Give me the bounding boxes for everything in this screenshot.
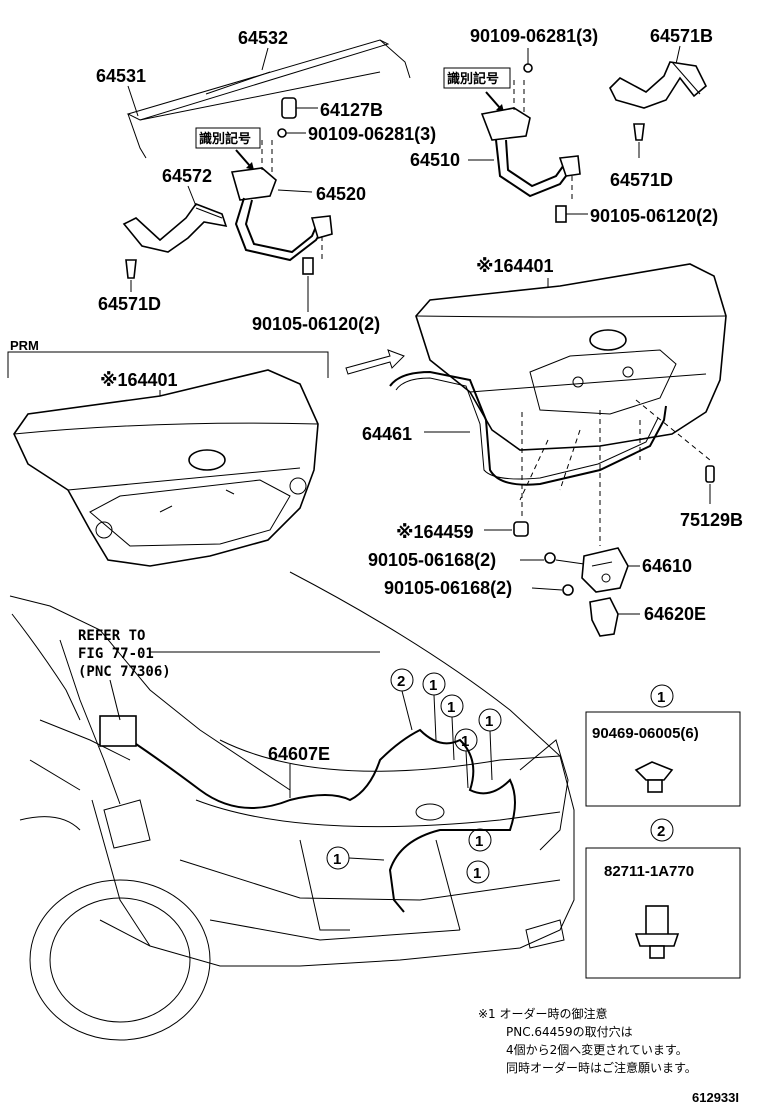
label-64610: 64610 bbox=[642, 556, 692, 576]
svg-text:2: 2 bbox=[657, 823, 665, 840]
label-64572: 64572 bbox=[162, 166, 212, 186]
note-line-2: PNC.64459の取付穴は bbox=[506, 1024, 633, 1039]
label-90105-06168-upper: 90105-06168(2) bbox=[368, 550, 496, 570]
figure-id: 612933I bbox=[692, 1090, 739, 1105]
torsion-bar-64531 bbox=[127, 71, 381, 159]
svg-text:1: 1 bbox=[657, 689, 665, 706]
cable-64607E bbox=[99, 715, 516, 913]
label-64127B: 64127B bbox=[320, 100, 383, 120]
bumper-64127B bbox=[281, 97, 318, 119]
svg-text:1: 1 bbox=[447, 699, 455, 716]
torsion-bar-64532 bbox=[126, 39, 411, 121]
stopper-75129B bbox=[705, 465, 715, 483]
label-90105-06120-left: 90105-06120(2) bbox=[252, 314, 380, 334]
refer-line-3: (PNC 77306) bbox=[78, 664, 171, 680]
cable-handle bbox=[99, 715, 137, 747]
label-64620E: 64620E bbox=[644, 604, 706, 624]
refer-line-2: FIG 77-01 bbox=[78, 646, 154, 662]
weatherstrip-64461 bbox=[389, 370, 667, 486]
cover-64620E bbox=[589, 597, 619, 637]
label-64571D-right: 64571D bbox=[610, 170, 673, 190]
bolt-90105-06120-right bbox=[555, 205, 567, 223]
label-90105-06120-right: 90105-06120(2) bbox=[590, 206, 718, 226]
refer-line-1: REFER TO bbox=[78, 628, 145, 644]
bolt-90105-06120-left bbox=[302, 257, 314, 312]
label-90109-06281-left: 90109-06281(3) bbox=[308, 124, 436, 144]
svg-text:1: 1 bbox=[485, 713, 493, 730]
label-75129B: 75129B bbox=[680, 510, 743, 530]
callout-1-car-e: 1 bbox=[326, 846, 385, 870]
hinge-64510 bbox=[480, 80, 581, 200]
prm-bracket bbox=[7, 351, 329, 378]
callout-2-car: 2 bbox=[390, 668, 414, 731]
label-64401-prm: ※164401 bbox=[100, 370, 178, 390]
label-90105-06168-lower: 90105-06168(2) bbox=[384, 578, 512, 598]
label-64571B: 64571B bbox=[650, 26, 713, 46]
ident-label-right: 識別記号 bbox=[447, 71, 499, 86]
label-64532: 64532 bbox=[238, 28, 288, 48]
prm-label: PRM bbox=[10, 338, 39, 353]
legend-clip-2-part: 82711-1A770 bbox=[604, 863, 694, 880]
note-line-4: 同時オーダー時はご注意願います。 bbox=[506, 1060, 697, 1075]
label-64510: 64510 bbox=[410, 150, 460, 170]
label-64607E: 64607E bbox=[268, 744, 330, 764]
ident-label-left: 識別記号 bbox=[199, 131, 251, 146]
callout-1-car-g: 1 bbox=[466, 860, 490, 884]
bolt-90105-06168-lower bbox=[562, 584, 574, 596]
svg-text:1: 1 bbox=[473, 865, 481, 882]
trunk-lid-prm bbox=[13, 369, 319, 567]
note-line-3: 4個から2個へ変更されています。 bbox=[506, 1042, 688, 1057]
direction-arrow bbox=[345, 349, 405, 375]
label-64461: 64461 bbox=[362, 424, 412, 444]
svg-text:1: 1 bbox=[475, 833, 483, 850]
legend-clip-2: 2 82711-1A770 bbox=[585, 818, 741, 979]
bolt-90105-06168-upper bbox=[544, 552, 556, 564]
legend-clip-1: 1 90469-06005(6) bbox=[585, 684, 741, 807]
cushion-64572 bbox=[122, 203, 228, 253]
label-64531: 64531 bbox=[96, 66, 146, 86]
label-64459: ※164459 bbox=[396, 522, 474, 542]
note-line-1: ※1 オーダー時の御注意 bbox=[478, 1006, 608, 1021]
callout-1-car-f: 1 bbox=[468, 828, 492, 852]
trunk-lid bbox=[415, 263, 727, 451]
cushion-64571B bbox=[609, 61, 707, 109]
svg-text:2: 2 bbox=[397, 673, 405, 690]
label-64571D-left: 64571D bbox=[98, 294, 161, 314]
callout-1-car-a: 1 bbox=[422, 672, 446, 741]
callout-1-car-c: 1 bbox=[478, 708, 502, 781]
lock-64610 bbox=[581, 547, 629, 593]
svg-text:1: 1 bbox=[333, 851, 341, 868]
ident-box-right bbox=[443, 67, 511, 89]
ident-box-left bbox=[195, 127, 261, 149]
callout-1-car-d: 1 bbox=[454, 728, 478, 789]
label-64401: ※164401 bbox=[476, 256, 554, 276]
label-64520: 64520 bbox=[316, 184, 366, 204]
svg-text:1: 1 bbox=[429, 677, 437, 694]
clip-64571D-left bbox=[125, 259, 137, 292]
car-rear-body bbox=[9, 571, 575, 1041]
legend-clip-1-part: 90469-06005(6) bbox=[592, 725, 699, 742]
label-90109-06281-right: 90109-06281(3) bbox=[470, 26, 598, 46]
callout-1-car-b: 1 bbox=[440, 694, 464, 761]
svg-text:1: 1 bbox=[461, 733, 469, 750]
hinge-64520 bbox=[230, 140, 333, 262]
clip-64571D-right bbox=[633, 123, 645, 158]
bumper-64459 bbox=[513, 521, 529, 537]
